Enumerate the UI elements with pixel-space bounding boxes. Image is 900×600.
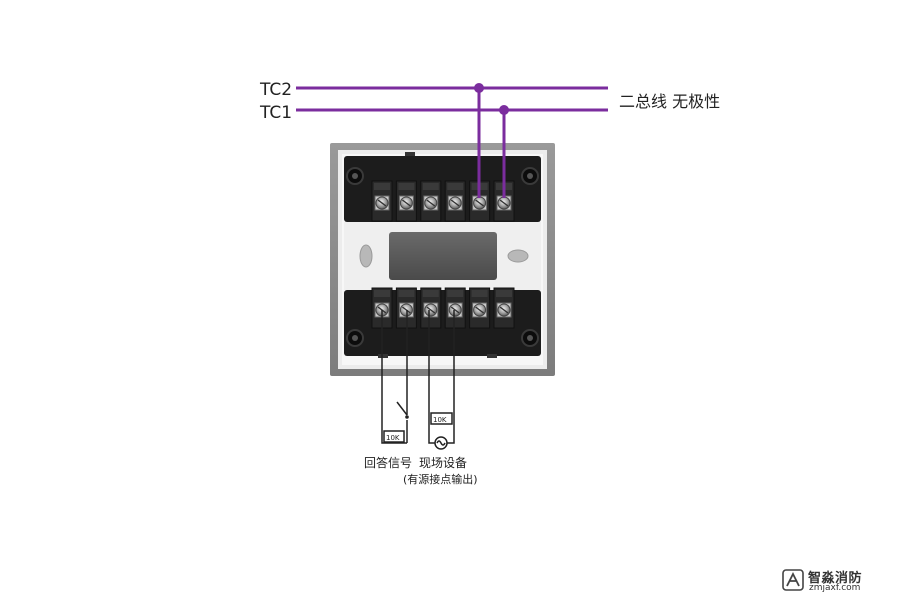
tc1-junction-dot — [499, 105, 509, 115]
center-plate — [344, 222, 541, 290]
field-device-loop — [428, 310, 455, 450]
top-terminal-screw-icon — [395, 180, 417, 222]
label-window — [389, 232, 497, 280]
bus-label: 二总线 无极性 — [619, 92, 720, 111]
top-terminal-screw-icon — [371, 180, 393, 222]
watermark-name: 智淼消防 — [808, 571, 863, 586]
top-terminal-block — [344, 156, 541, 222]
bottom-terminal-block — [344, 287, 541, 356]
answer-signal-label: 回答信号 — [364, 455, 412, 470]
bottom-terminal-screw-icon — [493, 287, 515, 329]
resistor-left-label: 10K — [386, 434, 400, 442]
bottom-terminal-screw-icon — [444, 287, 466, 329]
resistor-right — [430, 412, 453, 425]
answer-signal-loop — [381, 310, 408, 444]
bottom-terminal-screw-icon — [469, 287, 491, 329]
resistor-left — [383, 430, 405, 443]
bottom-terminal-screw-icon — [420, 287, 442, 329]
resistor-right-label: 10K — [433, 416, 447, 424]
top-terminal-screw-icon — [420, 180, 442, 222]
switch-contact — [396, 401, 408, 416]
tc2-label: TC2 — [259, 80, 292, 100]
module-body — [330, 143, 555, 376]
tc2-junction-dot — [474, 83, 484, 93]
field-device-label: 现场设备 — [419, 456, 467, 470]
left-mount-slot-icon — [359, 244, 373, 268]
brand-logo-icon — [782, 569, 804, 591]
watermark-logo: 智淼消防 zmjaxf.com — [782, 566, 892, 596]
watermark-url: zmjaxf.com — [809, 583, 861, 593]
active-output-label: (有源接点输出) — [403, 472, 478, 486]
top-terminal-screw-icon — [444, 180, 466, 222]
right-mount-slot-icon — [507, 249, 529, 263]
bottom-terminal-screw-icon — [395, 287, 417, 329]
tc1-label: TC1 — [259, 103, 292, 123]
